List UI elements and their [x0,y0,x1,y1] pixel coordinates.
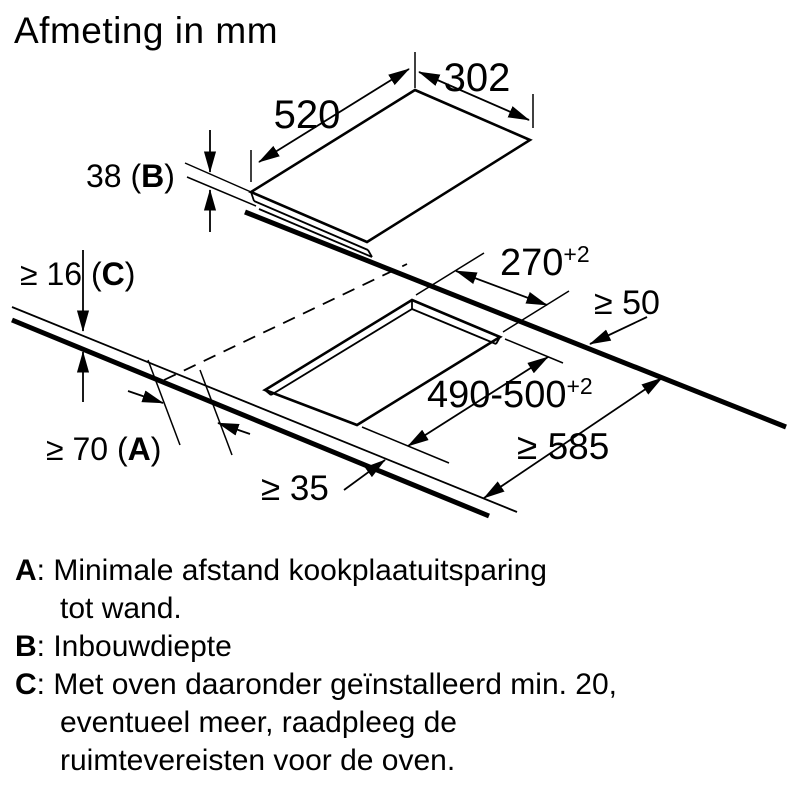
dim-302-label: 302 [444,56,511,100]
legend-item-b: B: Inbouwdiepte [15,628,783,666]
dim-38-label: 38 (B) [86,158,175,194]
worktop-front-edge-bottom [11,317,490,519]
hob-edge-offset-1 [253,200,369,251]
dim-70-label: ≥ 70 (A) [46,431,161,467]
hob-extension-line-top [184,162,252,193]
dim-50-leader [589,316,648,345]
dimension-lines [76,52,663,499]
dim-35-leader [343,459,386,491]
dim-70-arrow-left [127,390,164,404]
dim-270-witness-right [502,290,570,333]
legend-separator: : [36,554,54,587]
dim-70-witness-right [199,369,233,456]
dim-585-line [483,377,663,499]
worktop-front-edge-top [11,306,518,513]
legend-letter-a: A [15,554,37,587]
cutout-depth-edge-left [270,308,413,396]
dim-16-label: ≥ 16 (C) [20,256,135,292]
cutout-outline [262,298,503,427]
dim-520-line [258,68,410,163]
dim-50-label: ≥ 50 [594,284,660,322]
legend-text-b: Inbouwdiepte [53,630,232,663]
dim-270-line [455,270,548,306]
cutout-depth-connector-left [264,389,272,396]
dim-490-witness-bottom [361,426,450,464]
worktop-drawing [11,209,787,519]
dim-585-label: ≥ 585 [517,426,609,467]
dim-520-label: 520 [274,93,341,137]
legend-text-a: Minimale afstand kookplaatuitsparing tot… [53,554,547,625]
legend-separator: : [36,630,54,663]
hob-drawing [184,88,533,258]
wall-dashed-line [163,263,408,381]
hob-extension-line-bottom [186,176,257,207]
hob-edge-offset-2 [258,208,373,258]
legend-letter-b: B [15,630,37,663]
dim-490-line [407,356,549,447]
legend: A: Minimale afstand kookplaatuitsparing … [15,552,783,780]
dim-35-label: ≥ 35 [261,469,329,508]
dim-70-arrow-right [217,422,251,436]
legend-item-a: A: Minimale afstand kookplaatuitsparing … [15,552,783,628]
cutout-depth-connector-right [495,336,501,345]
hob-edge-connector-right [367,249,373,258]
dim-302-line [418,71,530,121]
cutout-depth-edge-right [411,308,497,345]
dim-490-witness-top [504,338,564,364]
diagram-title: Afmeting in mm [14,10,279,51]
legend-separator: : [36,668,54,701]
legend-item-c: C: Met oven daaronder geïnstalleerd min.… [15,666,783,780]
dim-270-witness-left [415,252,485,296]
worktop-back-edge [244,209,787,430]
dim-490-label: 490-500+2 [427,373,593,416]
legend-letter-c: C [15,668,37,701]
legend-text-c: Met oven daaronder geïnstalleerd min. 20… [53,668,618,777]
dim-70-witness-left [147,359,181,446]
dim-270-label: 270+2 [500,241,590,284]
installation-diagram: 520 302 38 (B) ≥ 16 (C) 270+2 ≥ 50 490-5… [11,52,787,519]
dimension-labels: 520 302 38 (B) ≥ 16 (C) 270+2 ≥ 50 490-5… [20,56,660,508]
hob-edge-connector-left [250,191,255,202]
